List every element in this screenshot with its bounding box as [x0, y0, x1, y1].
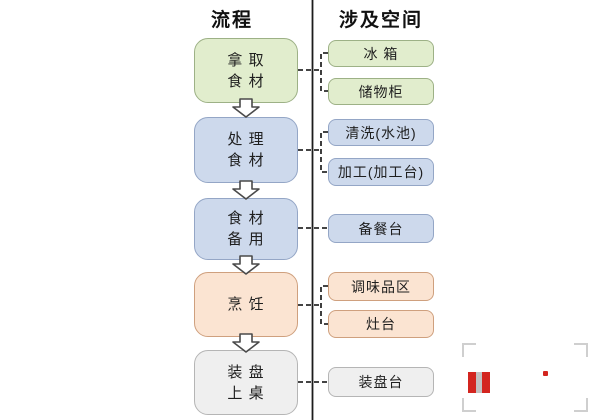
flow-step-label: 食 材	[227, 72, 265, 90]
connector-step2-spaces	[298, 131, 328, 173]
space-label: 储物柜	[358, 83, 404, 100]
flow-step-label: 备 用	[227, 231, 265, 248]
red-striped-logo-icon	[468, 372, 490, 393]
flow-step-plate-and-serve: 装 盘 上 桌	[194, 350, 298, 415]
space-label: 冰 箱	[363, 45, 399, 62]
flow-step-label: 拿 取	[227, 51, 265, 69]
flow-step-label: 食 材	[227, 210, 265, 227]
space-seasoning-area: 调味品区	[328, 272, 434, 301]
space-refrigerator: 冰 箱	[328, 40, 434, 67]
space-plating-counter: 装盘台	[328, 367, 434, 397]
flow-step-prepare-ingredients: 处 理 食 材	[194, 117, 298, 183]
crop-corners-frame-icon	[462, 343, 588, 412]
space-label: 加工(加工台)	[337, 164, 425, 180]
down-arrow-icon	[232, 180, 260, 200]
flow-step-cooking: 烹 饪	[194, 272, 298, 337]
flow-step-label: 上 桌	[227, 384, 265, 402]
space-storage-cabinet: 储物柜	[328, 78, 434, 105]
space-processing-table: 加工(加工台)	[328, 158, 434, 186]
space-stove: 灶台	[328, 310, 434, 338]
flow-step-ingredients-ready: 食 材 备 用	[194, 198, 298, 260]
space-label: 调味品区	[351, 278, 411, 295]
space-label: 灶台	[366, 316, 396, 332]
space-washing-sink: 清洗(水池)	[328, 119, 434, 146]
flow-step-label: 食 材	[227, 152, 265, 169]
column-header-spaces: 涉及空间	[338, 10, 423, 31]
space-label: 备餐台	[358, 220, 404, 237]
space-prep-counter: 备餐台	[328, 214, 434, 243]
space-label: 清洗(水池)	[345, 124, 417, 141]
flow-step-get-ingredients: 拿 取 食 材	[194, 38, 298, 103]
connector-step1-spaces	[298, 52, 328, 92]
red-dot-icon	[543, 371, 548, 376]
flow-step-label: 处 理	[227, 131, 265, 148]
column-header-process: 流程	[210, 10, 253, 31]
connector-step4-spaces	[298, 285, 328, 325]
space-label: 装盘台	[358, 374, 404, 390]
flow-step-label: 装 盘	[227, 363, 265, 381]
flow-step-label: 烹 饪	[227, 296, 265, 313]
